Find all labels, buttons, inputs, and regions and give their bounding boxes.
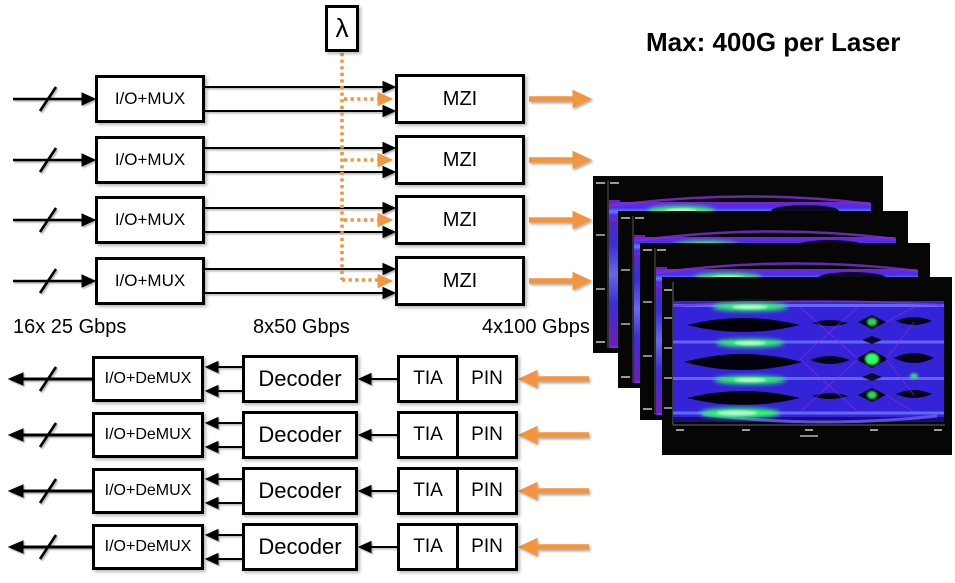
decoder-box-4: Decoder — [242, 523, 358, 571]
mzi-box-3: MZI — [395, 195, 525, 245]
top-section-black-connectors — [13, 80, 397, 300]
tia-cell: TIA — [400, 526, 456, 568]
mzi-box-2: MZI — [395, 135, 525, 185]
mzi-label: MZI — [442, 208, 478, 231]
io-mux-box-1: I/O+MUX — [95, 75, 205, 123]
mzi-box-4: MZI — [395, 256, 525, 306]
io-demux-box-3: I/O+DeMUX — [92, 468, 204, 514]
mzi-label: MZI — [442, 87, 478, 110]
io-demux-box-1: I/O+DeMUX — [92, 356, 204, 402]
mzi-label: MZI — [442, 269, 478, 292]
tia-pin-box-1: TIA PIN — [397, 355, 518, 403]
eye-diagram-image-4 — [662, 277, 952, 455]
pin-cell: PIN — [456, 414, 515, 456]
decoder-label: Decoder — [258, 534, 342, 559]
tia-cell: TIA — [400, 414, 456, 456]
rate-label-input: 16x 25 Gbps — [13, 316, 127, 338]
tia-label: TIA — [413, 368, 443, 389]
pin-label: PIN — [471, 536, 503, 557]
io-mux-box-3: I/O+MUX — [95, 196, 205, 244]
mzi-label: MZI — [442, 148, 478, 171]
bus-slash-icon — [38, 268, 58, 294]
decoder-label: Decoder — [258, 422, 342, 447]
right-arrowhead-icon — [81, 92, 97, 106]
io-mux-label: I/O+MUX — [114, 150, 186, 169]
mzi-box-1: MZI — [395, 74, 525, 124]
io-demux-label: I/O+DeMUX — [104, 482, 192, 499]
bus-slash-icon — [38, 207, 58, 233]
io-mux-label: I/O+MUX — [114, 89, 186, 108]
pin-input-arrows — [517, 369, 589, 557]
pin-label: PIN — [471, 368, 503, 389]
bottom-section-black-connectors — [7, 360, 398, 566]
rate-label-output: 4x100 Gbps — [482, 316, 590, 338]
io-mux-box-2: I/O+MUX — [95, 136, 205, 184]
bus-slash-icon — [38, 86, 58, 112]
decoder-box-2: Decoder — [242, 411, 358, 459]
decoder-box-1: Decoder — [242, 355, 358, 403]
bus-slash-icon — [38, 478, 58, 504]
rate-label-intermediate: 8x50 Gbps — [253, 316, 350, 338]
io-demux-label: I/O+DeMUX — [104, 538, 192, 555]
laser-source-box: λ — [325, 5, 359, 52]
io-demux-label: I/O+DeMUX — [104, 370, 192, 387]
tia-pin-box-3: TIA PIN — [397, 467, 518, 515]
bus-slash-icon — [38, 147, 58, 173]
page-title: Max: 400G per Laser — [646, 27, 901, 57]
laser-source-label: λ — [335, 13, 349, 43]
lambda-distribution-dotted-lines — [340, 53, 394, 289]
io-mux-label: I/O+MUX — [114, 210, 186, 229]
tia-pin-box-4: TIA PIN — [397, 523, 518, 571]
tia-label: TIA — [413, 480, 443, 501]
orange-arrowhead-icon — [377, 91, 394, 107]
tia-pin-box-2: TIA PIN — [397, 411, 518, 459]
bus-slash-icon — [38, 422, 58, 448]
tia-label: TIA — [413, 536, 443, 557]
decoder-box-3: Decoder — [242, 467, 358, 515]
pin-cell: PIN — [456, 470, 515, 512]
pin-cell: PIN — [456, 358, 515, 400]
tia-cell: TIA — [400, 358, 456, 400]
tia-cell: TIA — [400, 470, 456, 512]
left-arrowhead-icon — [7, 372, 24, 386]
io-mux-box-4: I/O+MUX — [95, 257, 205, 305]
pin-label: PIN — [471, 424, 503, 445]
io-demux-box-2: I/O+DeMUX — [92, 412, 204, 458]
io-demux-box-4: I/O+DeMUX — [92, 524, 204, 570]
bus-slash-icon — [38, 366, 58, 392]
mzi-output-arrows — [529, 89, 593, 291]
pin-cell: PIN — [456, 526, 515, 568]
eye-diagram-stack — [593, 176, 955, 456]
decoder-label: Decoder — [258, 366, 342, 391]
io-demux-label: I/O+DeMUX — [104, 426, 192, 443]
bus-slash-icon — [38, 534, 58, 560]
decoder-label: Decoder — [258, 478, 342, 503]
io-mux-label: I/O+MUX — [114, 271, 186, 290]
pin-label: PIN — [471, 480, 503, 501]
tia-label: TIA — [413, 424, 443, 445]
